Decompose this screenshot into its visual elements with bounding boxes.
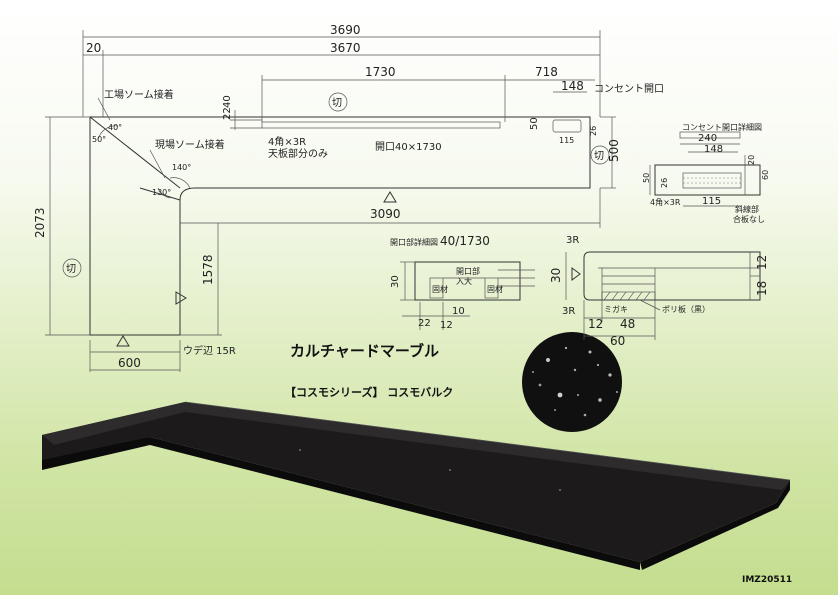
dim-to-outlet: 718 bbox=[535, 65, 558, 79]
dim-inner-length: 3670 bbox=[330, 41, 361, 55]
edge-w48: 48 bbox=[620, 317, 635, 331]
edge-h18: 18 bbox=[755, 281, 769, 296]
cut-mark-1: 切 bbox=[332, 97, 342, 109]
cut-mark-3: 切 bbox=[66, 263, 76, 275]
angle-130: 130° bbox=[152, 188, 171, 197]
dim-width-left: 600 bbox=[118, 356, 141, 370]
edge-w12: 12 bbox=[588, 317, 603, 331]
note-factory-seam-2: 現場ソーム接着 bbox=[155, 138, 225, 151]
outlet-detail-labels: コンセント開口詳細図 240 148 115 50 26 20 60 4角×3R… bbox=[642, 122, 770, 224]
dim-opening-length: 1730 bbox=[365, 65, 396, 79]
edge-w60: 60 bbox=[610, 334, 625, 348]
opening-side-label-right: 固材 bbox=[487, 284, 503, 294]
outlet-h20: 20 bbox=[747, 155, 756, 165]
outlet-w115: 115 bbox=[702, 196, 721, 207]
opening-spec: 40/1730 bbox=[440, 234, 490, 248]
plan-labels: 3690 3670 20 1730 718 148 コンセント開口 500 40… bbox=[33, 23, 664, 370]
note-corner: 4角×3R bbox=[268, 136, 306, 148]
opening-label-2: 入大 bbox=[456, 276, 472, 286]
angle-50: 50° bbox=[92, 135, 106, 144]
edge-detail-labels: 3R 3R 30 18 12 12 48 60 ミガキ ポリ板（黒） bbox=[549, 235, 769, 348]
edge-h30: 30 bbox=[549, 268, 563, 283]
dim-inner-depth: 1578 bbox=[201, 254, 215, 285]
opening-w22: 22 bbox=[418, 318, 431, 329]
dim-115: 115 bbox=[559, 136, 574, 145]
edge-r-bottom: 3R bbox=[562, 306, 575, 317]
note-corner-radius: ウデ辺 15R bbox=[183, 344, 236, 357]
dim-total-length: 3690 bbox=[330, 23, 361, 37]
edge-r-top: 3R bbox=[566, 235, 579, 246]
opening-w12: 12 bbox=[440, 320, 453, 331]
outlet-note-2: 合板なし bbox=[733, 214, 765, 224]
angle-140: 140° bbox=[172, 163, 191, 172]
dim-long-edge: 3090 bbox=[370, 207, 401, 221]
outlet-w148: 148 bbox=[704, 144, 723, 155]
edge-label-miter: ミガキ bbox=[604, 304, 628, 314]
outlet-note-1: 斜線部 bbox=[735, 204, 759, 214]
outlet-detail bbox=[649, 131, 761, 207]
opening-w10: 10 bbox=[452, 306, 465, 317]
stone-sample-swatch bbox=[522, 332, 622, 432]
outlet-h60: 60 bbox=[761, 170, 770, 180]
edge-detail bbox=[565, 251, 761, 340]
dim-depth-right: 500 bbox=[607, 139, 621, 162]
plan-view bbox=[45, 30, 616, 372]
product-series: 【コスモシリーズ】 コスモバルク bbox=[285, 386, 454, 399]
opening-side-label-left: 固材 bbox=[432, 284, 448, 294]
outlet-h50: 50 bbox=[642, 173, 651, 183]
outlet-label: コンセント開口 bbox=[594, 83, 664, 95]
dim-outlet-width: 148 bbox=[561, 79, 584, 93]
opening-detail-labels: 開口部詳細図 40/1730 30 10 22 12 開口部 入大 固材 固材 bbox=[390, 234, 503, 331]
outlet-h26: 26 bbox=[660, 178, 669, 188]
edge-label-poly: ポリ板（黒） bbox=[662, 304, 710, 314]
note-factory-seam-1: 工場ソーム接着 bbox=[104, 88, 174, 101]
countertop-photo bbox=[42, 401, 791, 570]
opening-h30: 30 bbox=[390, 275, 401, 288]
edge-h12: 12 bbox=[755, 255, 769, 270]
opening-detail bbox=[400, 261, 535, 330]
dim-22: 22 bbox=[222, 107, 233, 120]
opening-label-1: 開口部 bbox=[456, 266, 480, 276]
dim-50: 50 bbox=[529, 117, 540, 130]
angle-40: 40° bbox=[108, 123, 122, 132]
product-name: カルチャードマーブル bbox=[290, 342, 439, 360]
cut-mark-2: 切 bbox=[594, 150, 604, 162]
outlet-corner: 4角×3R bbox=[650, 197, 681, 207]
product-code: IMZ20511 bbox=[742, 575, 793, 585]
outlet-detail-title: コンセント開口詳細図 bbox=[682, 122, 762, 132]
opening-detail-title: 開口部詳細図 bbox=[390, 237, 438, 247]
dim-26: 26 bbox=[589, 126, 598, 136]
dim-left-offset: 20 bbox=[86, 41, 101, 55]
note-opening: 開口40×1730 bbox=[375, 141, 442, 153]
dim-overall-depth: 2073 bbox=[33, 207, 47, 238]
outlet-w240: 240 bbox=[698, 133, 717, 144]
dim-40: 40 bbox=[222, 95, 233, 108]
note-top-only: 天板部分のみ bbox=[268, 147, 328, 160]
